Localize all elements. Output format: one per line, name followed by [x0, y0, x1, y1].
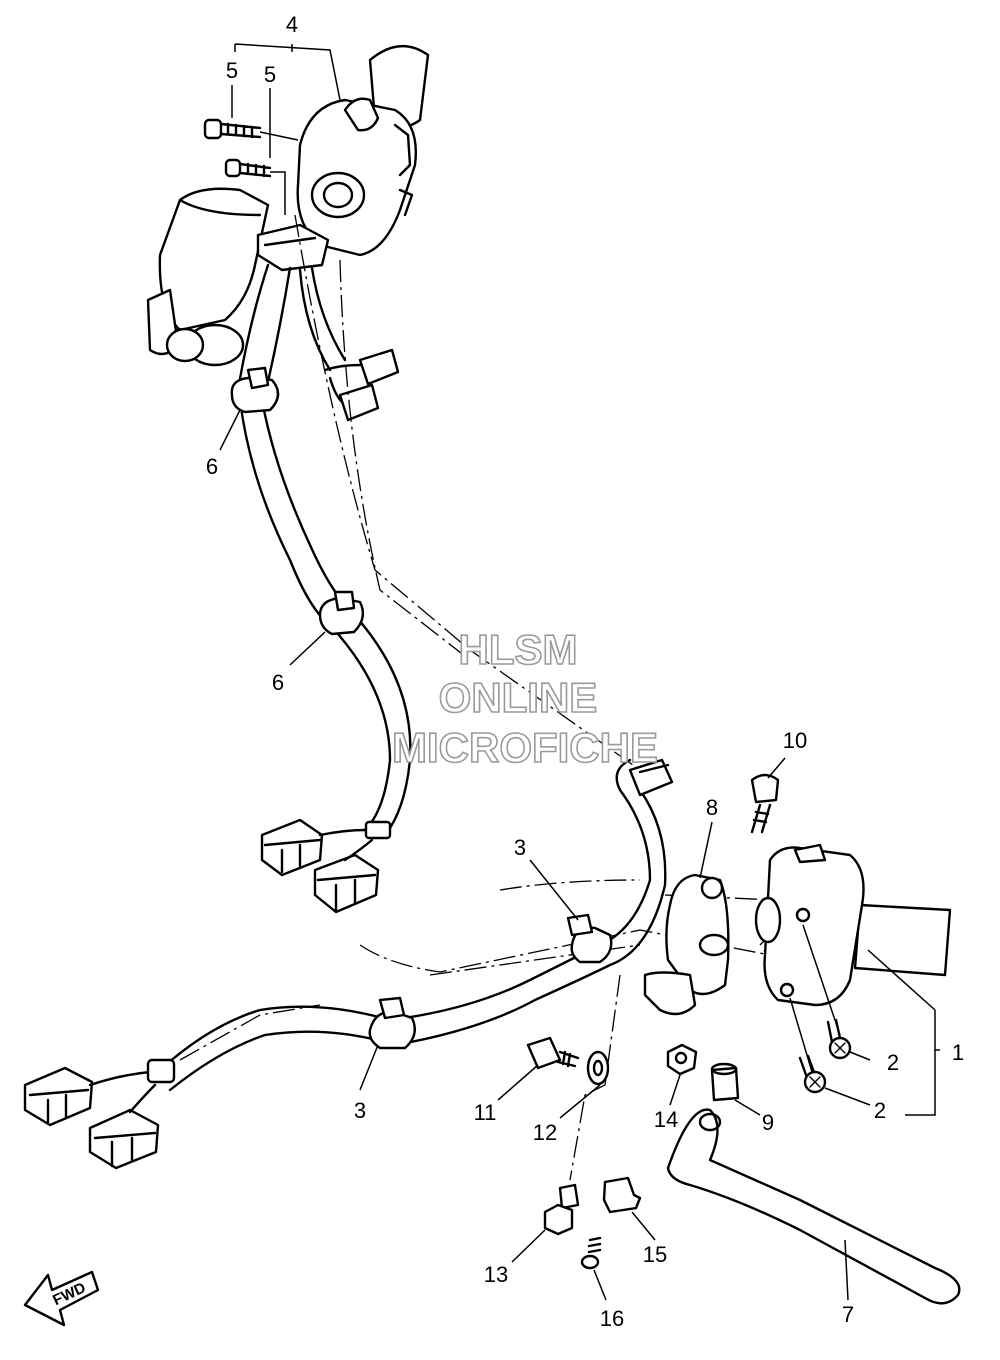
watermark-line-3: MICROFICHE — [392, 724, 658, 771]
callout-6b: 6 — [272, 670, 284, 695]
callout-5b: 5 — [264, 62, 276, 87]
callout-1: 1 — [952, 1040, 964, 1065]
callout-labels: 4 5 5 6 6 10 8 3 3 1 2 2 11 12 14 9 13 1… — [206, 12, 964, 1331]
watermark: HLSM ONLINE MICROFICHE — [391, 625, 659, 772]
callout-13: 13 — [484, 1262, 508, 1287]
callout-6a: 6 — [206, 454, 218, 479]
lower-wire-harness — [23, 758, 674, 1170]
callout-11: 11 — [474, 1100, 497, 1125]
left-handlebar-switch — [146, 44, 430, 422]
right-switch-lever-assembly — [526, 773, 961, 1305]
callout-2a: 2 — [887, 1050, 899, 1075]
callout-2b: 2 — [874, 1098, 886, 1123]
watermark-line-1: HLSM — [459, 626, 578, 673]
fwd-arrow-icon: FWD — [23, 1270, 100, 1327]
callout-3b: 3 — [354, 1098, 366, 1123]
callout-3a: 3 — [514, 835, 526, 860]
callout-8: 8 — [706, 795, 718, 820]
callout-12: 12 — [533, 1120, 557, 1145]
callout-9: 9 — [762, 1110, 774, 1135]
callout-14: 14 — [654, 1107, 678, 1132]
callout-5a: 5 — [226, 58, 238, 83]
upper-wire-harness — [230, 366, 412, 914]
callout-16: 16 — [600, 1306, 624, 1331]
leader-lines — [219, 43, 940, 1301]
callout-4: 4 — [286, 12, 298, 37]
callout-10: 10 — [783, 728, 807, 753]
watermark-line-2: ONLINE — [439, 674, 598, 721]
callout-15: 15 — [643, 1242, 667, 1267]
callout-7: 7 — [842, 1302, 854, 1327]
